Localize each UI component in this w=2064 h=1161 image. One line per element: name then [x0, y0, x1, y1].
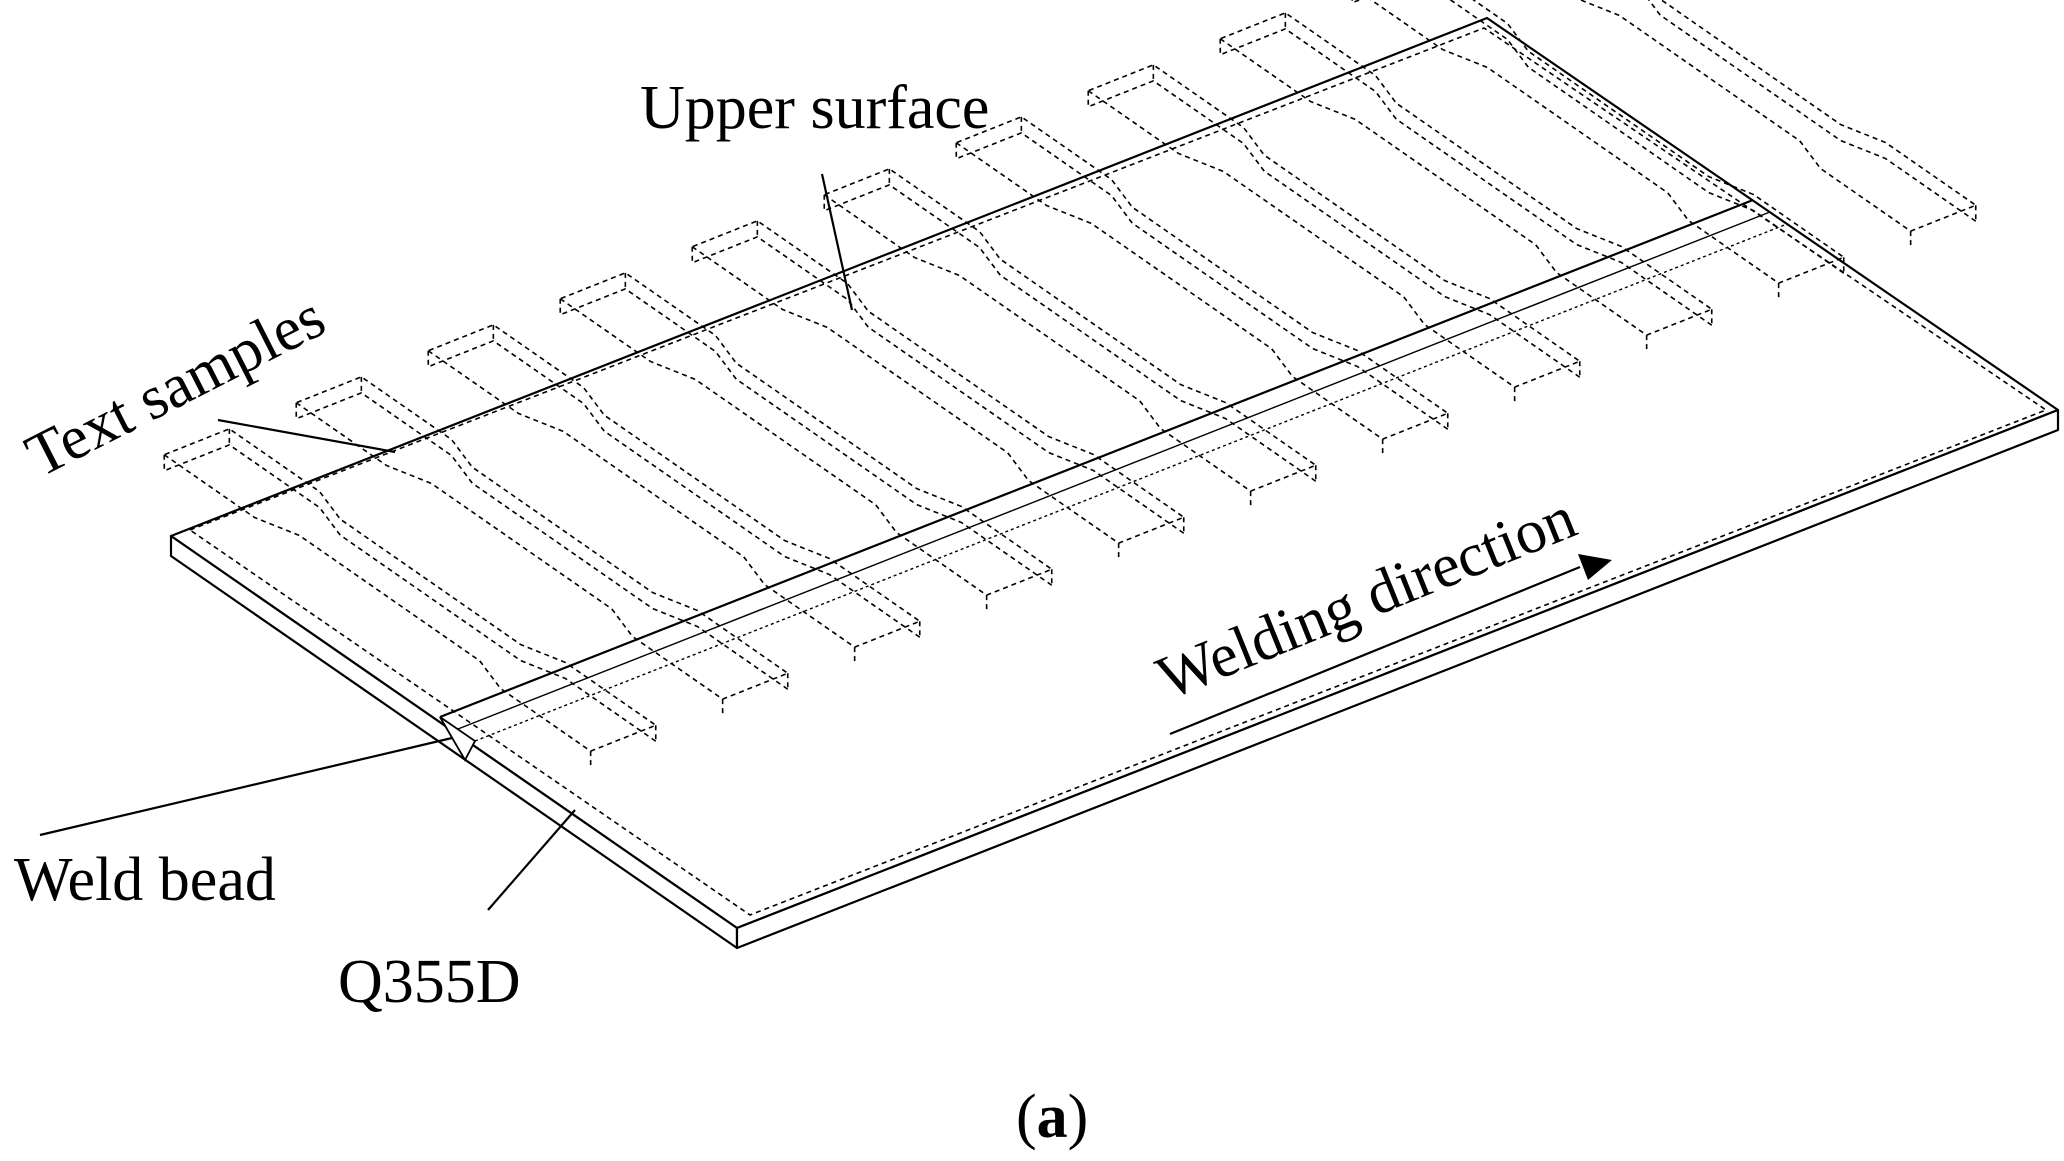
- welding-direction-arrow: [1169, 554, 1612, 736]
- test-sample: [558, 271, 1054, 612]
- leader-q355d: [487, 809, 576, 911]
- steel-plate: [169, 16, 2060, 950]
- weld-bead: [439, 198, 1788, 762]
- sample-thickness-outline: [1647, 0, 1977, 222]
- test-sample: [1086, 63, 1582, 404]
- test-sample: [1218, 11, 1714, 352]
- subfigure-open-paren: (: [1016, 1083, 1037, 1151]
- test-samples: [162, 0, 1978, 768]
- test-sample: [1351, 0, 1846, 300]
- sample-thickness-outline: [427, 339, 921, 638]
- label-upper-surface: Upper surface: [640, 74, 989, 142]
- leader-text-samples: [217, 418, 396, 454]
- leader-lines: [39, 173, 854, 911]
- test-sample: [294, 375, 790, 716]
- subfigure-letter: a: [1037, 1083, 1068, 1151]
- sample-thickness-outline: [955, 131, 1449, 430]
- sample-thickness-outline: [295, 391, 789, 690]
- sample-thickness-outline: [1087, 79, 1581, 378]
- arrow-head-icon: [1578, 554, 1612, 580]
- label-text-samples: Text samples: [15, 283, 335, 491]
- plate-side-face-front: [735, 408, 2060, 950]
- weld-groove-end: [439, 716, 477, 762]
- upper-surface-outline: [188, 27, 2048, 916]
- test-sample: [954, 115, 1450, 456]
- sample-thickness-outline: [823, 183, 1317, 482]
- label-weld-bead: Weld bead: [14, 846, 276, 914]
- test-sample: [822, 167, 1318, 508]
- label-material: Q355D: [338, 948, 521, 1016]
- sample-thickness-outline: [163, 443, 657, 742]
- sample-thickness-outline: [691, 235, 1185, 534]
- test-sample: [426, 323, 922, 664]
- subfigure-label: (a): [1016, 1083, 1088, 1151]
- sample-thickness-outline: [559, 287, 1053, 586]
- leader-weld-bead: [39, 736, 453, 837]
- leader-upper-surface: [820, 173, 854, 311]
- test-sample: [690, 219, 1186, 560]
- test-sample: [162, 427, 658, 768]
- test-sample: [1578, 0, 1978, 248]
- sample-thickness-outline: [1219, 27, 1713, 326]
- sample-thickness-outline: [1351, 0, 1845, 274]
- subfigure-close-paren: ): [1068, 1083, 1089, 1151]
